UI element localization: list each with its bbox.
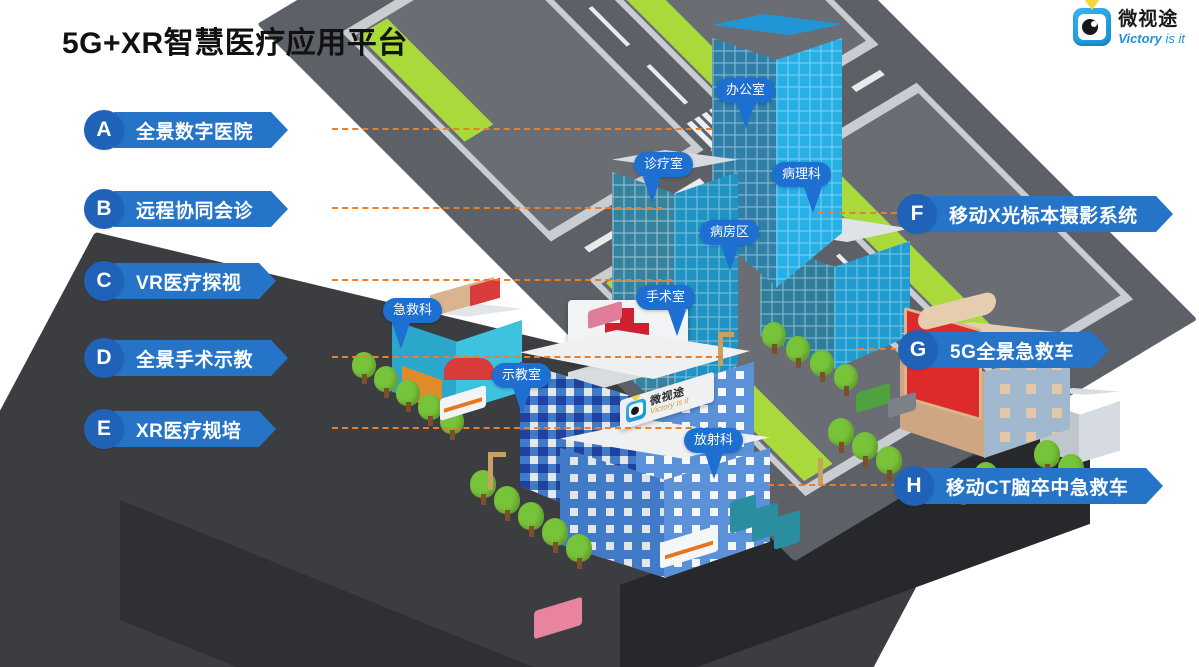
map-pin-ward-label: 病房区 [700,220,760,246]
leader-line-g [858,348,918,350]
map-pin-radiology[interactable]: 放射科 [684,428,744,480]
pin-tail [391,323,410,350]
map-pin-office-label: 办公室 [716,78,776,104]
callout-d-badge: D [84,338,124,378]
map-pin-pathology-label: 病理科 [772,162,832,188]
callout-c-badge: C [84,261,124,301]
pin-tail [512,388,531,415]
callout-f[interactable]: F 移动X光标本摄影系统 [897,194,1173,234]
callout-g[interactable]: G 5G全景急救车 [898,330,1109,370]
callout-g-badge: G [898,330,938,370]
map-pin-clinic[interactable]: 诊疗室 [634,152,694,204]
callout-b[interactable]: B 远程协同会诊 [84,189,289,229]
pin-tail [668,310,687,337]
street-lamp [488,456,493,490]
callout-a-label[interactable]: 全景数字医院 [114,112,289,148]
callout-h[interactable]: H 移动CT脑卒中急救车 [894,466,1164,506]
map-pin-operating[interactable]: 手术室 [636,285,696,337]
map-pin-clinic-label: 诊疗室 [634,152,694,178]
callout-a-badge: A [84,110,124,150]
map-pin-ward[interactable]: 病房区 [700,220,760,272]
street-lamp [718,336,723,366]
pin-tail [642,177,661,204]
brand-tagline-part1: Victory [1118,30,1162,46]
map-pin-demo-room[interactable]: 示教室 [492,363,552,415]
brand-logo: 微视途 Victory is it [1073,8,1185,46]
map-pin-demo-room-label: 示教室 [492,363,552,389]
leader-line-f [818,212,918,214]
callout-c[interactable]: C VR医疗探视 [84,261,277,301]
callout-d-label[interactable]: 全景手术示教 [114,340,289,376]
brand-tagline-part2: is it [1165,30,1186,46]
street-lamp-arm [488,452,506,457]
callout-f-badge: F [897,194,937,234]
pin-tail [720,245,739,272]
leader-line-d [332,356,722,358]
leader-line-a [332,128,712,130]
brand-name-cn: 微视途 [1118,8,1179,30]
map-pin-emergency-label: 急救科 [383,298,443,324]
callout-d[interactable]: D 全景手术示教 [84,338,289,378]
callout-a[interactable]: A 全景数字医院 [84,110,289,150]
pin-tail [704,453,723,480]
leader-line-b [332,207,662,209]
mini-logo-icon [626,397,646,424]
page-title: 5G+XR智慧医疗应用平台 [62,27,408,60]
map-pin-pathology[interactable]: 病理科 [772,162,832,214]
callout-c-label[interactable]: VR医疗探视 [114,263,277,299]
map-pin-radiology-label: 放射科 [684,428,744,454]
leader-line-e [332,427,722,429]
brand-tagline: Victory is it [1118,32,1185,45]
pin-tail [804,187,823,214]
leader-line-h [768,484,918,486]
callout-f-label[interactable]: 移动X光标本摄影系统 [927,196,1173,232]
callout-e-label[interactable]: XR医疗规培 [114,411,277,447]
callout-b-badge: B [84,189,124,229]
map-pin-emergency[interactable]: 急救科 [383,298,443,350]
tv-eye-logo-icon [1073,8,1112,46]
callout-b-label[interactable]: 远程协同会诊 [114,191,289,227]
callout-h-label[interactable]: 移动CT脑卒中急救车 [924,468,1164,504]
street-lamp [818,458,823,486]
map-pin-office[interactable]: 办公室 [716,78,776,130]
callout-e[interactable]: E XR医疗规培 [84,409,277,449]
pin-tail [736,103,755,130]
street-lamp-arm [718,332,734,337]
callout-h-badge: H [894,466,934,506]
callout-e-badge: E [84,409,124,449]
callout-g-label[interactable]: 5G全景急救车 [928,332,1109,368]
leader-line-c [332,279,672,281]
map-pin-operating-label: 手术室 [636,285,696,311]
